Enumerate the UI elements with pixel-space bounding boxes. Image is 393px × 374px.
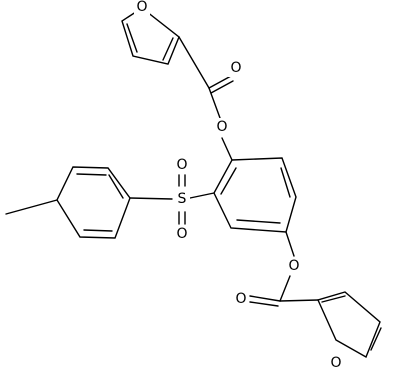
atom-ester-oxygen-bottom: O: [288, 258, 299, 274]
bond-methyl: [5, 199, 58, 215]
tolyl-ring: [56, 166, 131, 239]
atom-carbonyl-oxygen-bottom: O: [235, 291, 246, 307]
central-benzene-inner-3: [220, 167, 237, 195]
furan-top-double-bond-1: [126, 23, 138, 53]
bond-ester-o-to-ring-top: [221, 137, 233, 161]
atom-labels: O O O S O O O O O: [134, 0, 344, 372]
atom-carbonyl-oxygen-top: O: [230, 60, 241, 76]
atom-sulfonyl-oxygen-upper: O: [176, 157, 187, 173]
atom-ring-oxygen-bottom: O: [330, 355, 341, 371]
bond-sulfur-to-tolyl: [129, 197, 173, 200]
bond-sulfur-to-oxygen-upper: [178, 174, 186, 187]
central-benzene-inner-2: [236, 219, 281, 224]
atom-sulfonyl-oxygen-lower: O: [176, 226, 187, 242]
bond-sulfur-to-oxygen-lower: [178, 211, 186, 225]
bond-ring-to-sulfur: [189, 192, 215, 199]
furan-top-double-bond-2: [162, 37, 174, 61]
bond-furan-to-carbonyl-top: [178, 36, 210, 89]
bonds: [5, 7, 382, 359]
bond-carbonyl-to-furan-bottom: [279, 299, 319, 302]
central-benzene-inner-1: [280, 167, 291, 198]
atom-ester-oxygen-top: O: [216, 119, 227, 135]
atom-ring-oxygen-top: O: [136, 0, 147, 15]
tolyl-inner-3: [108, 174, 124, 199]
bond-carbonyl-to-ester-o-top: [208, 87, 221, 119]
bond-ring-to-ester-o-bottom: [285, 231, 295, 257]
bond-carbonyl-double-top: [208, 75, 234, 94]
tolyl-inner-2: [83, 229, 113, 232]
furan-bottom-double-bond-1: [321, 295, 346, 303]
bond-carbonyl-double-bottom: [249, 295, 281, 307]
tolyl-inner-1: [76, 173, 107, 176]
atom-sulfur: S: [178, 191, 187, 207]
furan-bottom-double-bond-2: [370, 327, 382, 351]
bond-ester-o-to-carbonyl-bottom: [279, 275, 291, 302]
furan-bottom-ring: [317, 291, 381, 359]
furan-top-ring: [121, 7, 180, 65]
